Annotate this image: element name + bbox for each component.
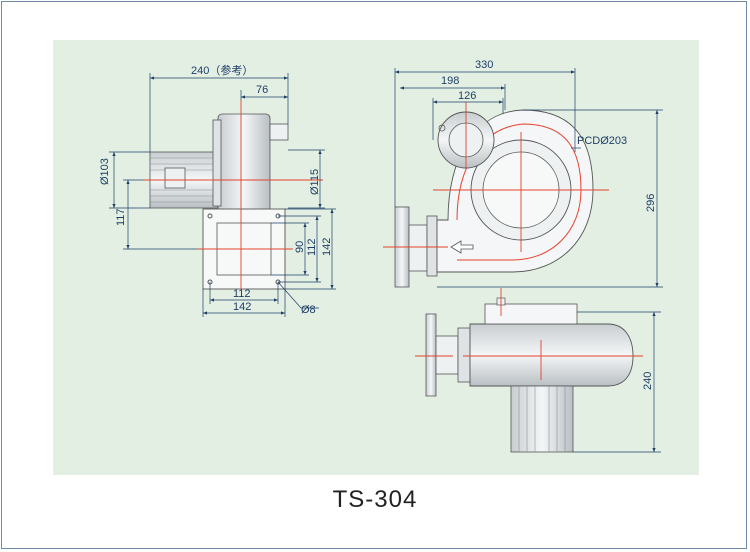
front-outlet-duct [408,224,428,272]
front-dimension-lines [394,68,663,288]
airflow-arrow-icon [450,240,474,254]
side-dim-inlet-dia: Ø115 [309,169,321,195]
side-dim-center-height: 117 [115,208,127,226]
front-outlet-ring [426,215,438,277]
top-dim-height: 240 [642,372,654,390]
side-dim-bottom-bolt: 112 [233,288,251,300]
side-dimension-lines [109,73,336,317]
technical-drawing: 240（参考） 76 Ø103 117 Ø115 90 112 142 112 … [99,59,663,453]
drawing-panel [53,40,699,475]
top-dimension-lines [573,311,661,453]
front-dim-width-198: 198 [441,75,459,87]
side-shaft-hub [269,123,289,141]
side-housing [217,113,271,215]
side-dim-flange-inner: 90 [294,241,306,253]
front-dim-total-width: 330 [475,59,493,71]
side-dim-bottom-outer: 142 [233,301,251,313]
top-outlet-flange [425,313,437,397]
top-shaft-hub [484,303,578,325]
side-dim-hole: Ø8 [301,304,316,316]
side-housing-ring [212,119,222,207]
side-dim-width: 240（参考） [191,63,253,77]
front-centerlines [383,102,609,252]
side-terminal-box [164,167,186,189]
top-housing [469,323,634,387]
front-dim-pcd: PCDØ203 [577,135,627,147]
top-outlet-duct [435,335,459,375]
side-dim-flange-outer: 142 [321,238,333,256]
side-dim-offset: 76 [256,84,268,96]
side-centerlines [143,100,323,290]
front-dim-height: 296 [645,194,657,212]
top-view: 240 [415,288,661,453]
top-outlet-ring [457,327,471,383]
top-motor-fins [518,386,566,452]
top-motor-body [510,385,574,453]
front-view: 330 198 126 PCDØ203 296 [383,59,663,288]
side-view: 240（参考） 76 Ø103 117 Ø115 90 112 142 112 … [99,63,336,317]
side-dim-flange-bolt: 112 [306,238,318,256]
front-dim-width-126: 126 [458,90,476,102]
top-centerlines [415,288,643,380]
side-dim-motor-dia: Ø103 [99,158,111,185]
model-label: TS-304 [332,486,418,513]
